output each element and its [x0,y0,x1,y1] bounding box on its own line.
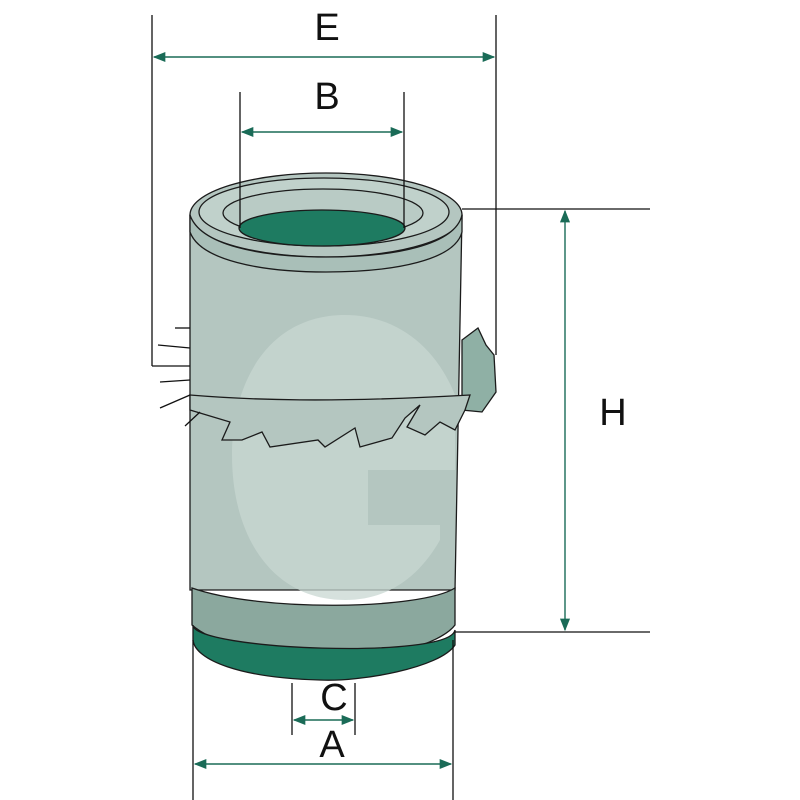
watermark-logo [232,315,455,600]
bottom-seal-ring [192,624,456,681]
filter-element [152,172,497,681]
label-c: C [320,677,347,719]
extension-lines [151,15,650,800]
label-e: E [314,7,339,49]
label-a: A [319,724,345,766]
top-opening [238,209,406,247]
dimension-labels: E B H C A [314,7,626,766]
cloth-strap [189,394,471,448]
label-h: H [599,392,626,434]
label-b: B [314,76,339,118]
dimension-lines [152,51,571,770]
top-rim-band [189,214,463,273]
strap-frays [152,327,201,427]
